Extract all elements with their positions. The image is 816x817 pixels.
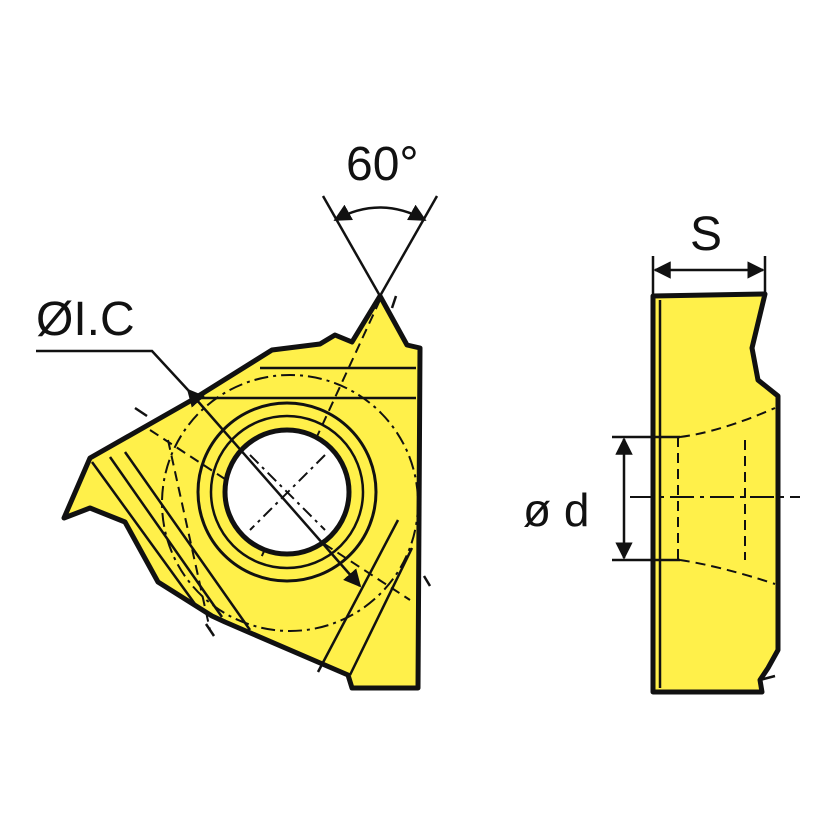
ic-leader-line [36,349,189,391]
angle-label: 60° [346,138,419,191]
thickness-label: S [690,208,722,261]
side-hidden-lines [677,407,776,585]
ic-label: ØI.C [36,293,135,346]
tick-marks [134,295,432,637]
ic-dimension-line [186,388,362,588]
insert-side-view: S ø d [523,208,800,695]
side-body [650,291,781,695]
inscribed-circle [161,374,419,632]
thickness-dimension [651,256,767,294]
angle-dimension [321,195,439,297]
side-edge-lines [658,300,776,688]
insert-front-view: ØI.C 60° [36,138,439,691]
hole-diameter-dimension [612,435,680,562]
hole-diameter-label: ø d [523,484,589,536]
